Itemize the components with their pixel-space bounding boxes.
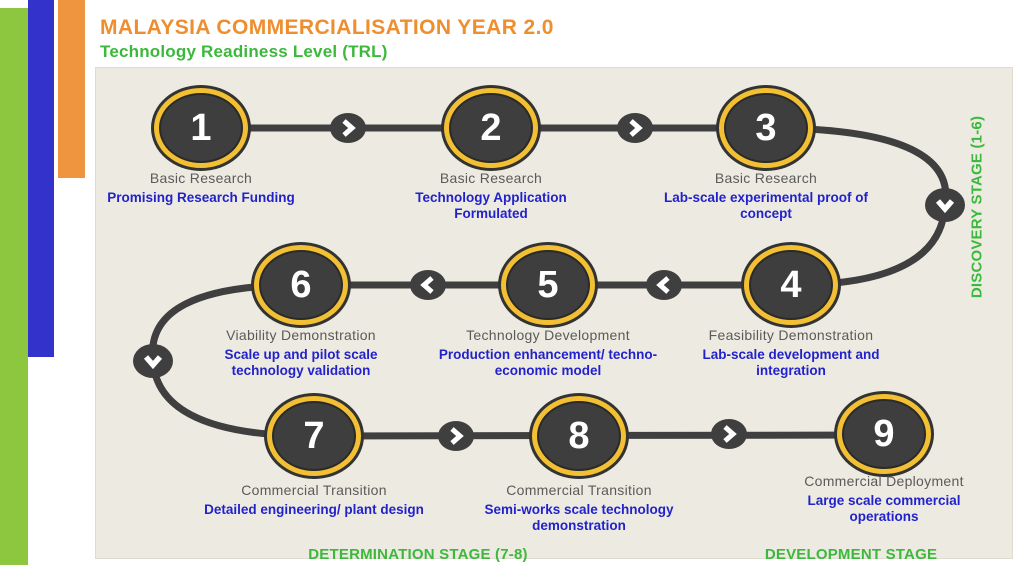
accent-bar-blue — [28, 0, 54, 357]
trl-number: 4 — [780, 264, 802, 306]
stage-title: Technology Development — [466, 327, 630, 343]
trl-node-3-face: 3 — [724, 93, 808, 163]
trl-number: 5 — [537, 264, 559, 306]
page-title: MALAYSIA COMMERCIALISATION YEAR 2.0 — [100, 16, 554, 39]
stage-description: Detailed engineering/ plant design — [204, 502, 424, 517]
trl-node-2-face: 2 — [449, 93, 533, 163]
trl-number: 3 — [755, 107, 777, 149]
stage-title: Basic Research — [439, 170, 543, 186]
trl-node-5: 5 — [498, 242, 598, 328]
trl-node-6: 6 — [251, 242, 351, 328]
trl-node-7-face: 7 — [272, 401, 356, 471]
trl-node-1: 1 — [151, 85, 251, 171]
stage-description: Promising Research Funding — [107, 190, 295, 205]
arrow-left-icon — [646, 270, 682, 300]
stage-description: Large scale commercial operations — [807, 493, 961, 524]
trl-node-1-face: 1 — [159, 93, 243, 163]
development-stage-band: DEVELOPMENT STAGE — [764, 546, 938, 563]
determination-stage-band: DETERMINATION STAGE (7-8) — [308, 546, 528, 563]
discovery-stage-band: DISCOVERY STAGE (1-6) — [968, 115, 986, 299]
stage-description: Scale up and pilot scale technology vali… — [224, 347, 378, 378]
stage-title: Basic Research — [714, 170, 818, 186]
trl-number: 9 — [873, 413, 895, 455]
trl-node-8: 8 — [529, 393, 629, 479]
stage-title: Commercial Transition — [241, 482, 387, 498]
trl-number: 2 — [480, 107, 502, 149]
stage-description: Lab-scale development and integration — [702, 347, 880, 378]
page-subtitle: Technology Readiness Level (TRL) — [100, 42, 388, 61]
trl-node-7: 7 — [264, 393, 364, 479]
stage-title: Feasibility Demonstration — [708, 327, 874, 343]
trl-number: 7 — [303, 415, 325, 457]
stage-description: Technology Application Formulated — [415, 190, 567, 221]
arrow-down-icon — [925, 188, 965, 222]
trl-node-6-face: 6 — [259, 250, 343, 320]
stage-description: Lab-scale experimental proof of concept — [663, 190, 869, 221]
stage-title: Basic Research — [149, 170, 253, 186]
arrow-left-icon — [410, 270, 446, 300]
trl-node-4: 4 — [741, 242, 841, 328]
arrow-right-icon — [438, 421, 474, 451]
arrow-right-icon — [330, 113, 366, 143]
trl-number: 6 — [290, 264, 312, 306]
stage-title: Viability Demonstration — [226, 327, 376, 343]
stage-title: Commercial Deployment — [804, 473, 964, 489]
arrow-down-icon — [133, 344, 173, 378]
stage-description: Semi-works scale technology demonstratio… — [484, 502, 674, 533]
trl-node-4-face: 4 — [749, 250, 833, 320]
stage-title: Commercial Transition — [506, 482, 652, 498]
trl-node-8-face: 8 — [537, 401, 621, 471]
accent-bar-green — [0, 8, 28, 565]
trl-number: 1 — [190, 107, 212, 149]
trl-node-3: 3 — [716, 85, 816, 171]
trl-number: 8 — [568, 415, 590, 457]
trl-node-5-face: 5 — [506, 250, 590, 320]
trl-node-9: 9 — [834, 391, 934, 477]
stage-description: Production enhancement/ techno-economic … — [438, 347, 658, 378]
arrow-right-icon — [711, 419, 747, 449]
trl-node-9-face: 9 — [842, 399, 926, 469]
accent-bar-orange — [58, 0, 85, 178]
trl-node-2: 2 — [441, 85, 541, 171]
arrow-right-icon — [617, 113, 653, 143]
